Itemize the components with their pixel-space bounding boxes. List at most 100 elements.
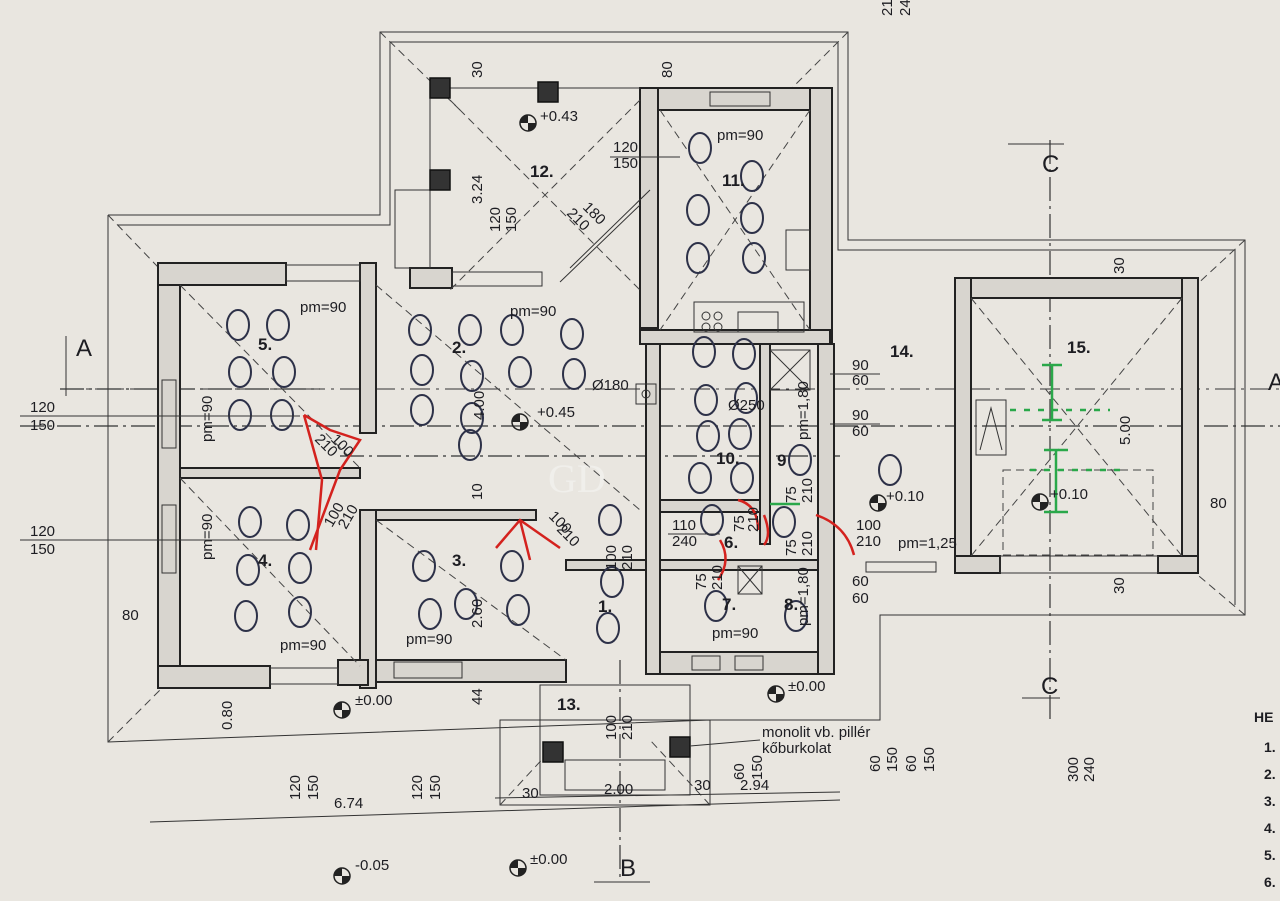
light-spot	[228, 356, 252, 388]
light-spot	[700, 504, 724, 536]
light-spot	[412, 550, 436, 582]
kitchen-fixtures	[635, 229, 811, 595]
light-spot	[270, 399, 294, 431]
window-dim-120-bot1: 120	[287, 775, 304, 800]
window-dim-150-bot2b: 150	[884, 747, 901, 772]
light-spot	[560, 318, 584, 350]
elevation-ground: -0.05	[355, 857, 389, 874]
window-dim-60-a: 60	[852, 372, 869, 389]
dim-60-a: 60	[852, 573, 869, 590]
window-dim-150-bot2: 150	[427, 775, 444, 800]
room-7-label: 7.	[722, 595, 736, 614]
light-spot	[236, 554, 260, 586]
window-dim-150-room12: 150	[613, 155, 638, 172]
dim-2-00: 2.00	[604, 781, 633, 798]
watermark: GD	[548, 456, 606, 501]
chimney-dim-180: Ø180	[592, 377, 629, 394]
pm-room8-side: pm=1,80	[795, 567, 812, 626]
elevation-marker-fill	[510, 860, 526, 876]
light-spot	[740, 160, 764, 192]
door-dim-240: 240	[672, 533, 697, 550]
section-b-label: B	[620, 855, 636, 882]
elevation-marker-fill	[520, 115, 536, 131]
room-15-label: 15.	[1067, 338, 1091, 357]
door-dim-75-d: 75	[693, 573, 710, 590]
legend: HE 1. 2. 3. 4. 5. 6.	[1254, 709, 1276, 890]
light-spot	[600, 566, 624, 598]
pillar	[429, 169, 451, 191]
note-paving: kőburkolat	[762, 740, 832, 757]
section-a-label-right: A	[1268, 369, 1280, 396]
garage-interior	[970, 297, 1183, 557]
window-dim-60-b: 60	[852, 423, 869, 440]
light-spot	[730, 462, 754, 494]
room-10-label: 10.	[716, 449, 740, 468]
light-spot	[508, 356, 532, 388]
window-dim-120-bot2: 120	[409, 775, 426, 800]
door-dim-210-room13: 210	[619, 715, 636, 740]
windows	[161, 91, 937, 685]
window-dim-120-a: 120	[30, 399, 55, 416]
light-spot	[500, 314, 524, 346]
dim-30-garage-bottom: 30	[1111, 577, 1128, 594]
door-dim-100-room1: 100	[603, 545, 620, 570]
light-spot	[228, 399, 252, 431]
light-spot	[740, 202, 764, 234]
legend-item-1: 1.	[1264, 739, 1276, 755]
dim-2-94: 2.94	[740, 777, 769, 794]
light-spot	[688, 462, 712, 494]
door-dim-210-c: 210	[799, 531, 816, 556]
light-spot	[686, 194, 710, 226]
light-spot	[788, 444, 812, 476]
room-9-label: 9	[777, 451, 786, 470]
door-dim-100-room14: 100	[856, 517, 881, 534]
note-pillar: monolit vb. pillér	[762, 724, 870, 741]
elevation-marker-fill	[1032, 494, 1048, 510]
door-dim-210-room14: 210	[856, 533, 881, 550]
elevation-marker-fill	[870, 495, 886, 511]
roof-outline	[107, 31, 1246, 806]
light-spot	[238, 506, 262, 538]
dim-3-24: 3.24	[469, 175, 486, 204]
light-spot	[410, 354, 434, 386]
window-dim-150-left: 150	[503, 207, 520, 232]
light-spot	[696, 420, 720, 452]
light-spot	[458, 429, 482, 461]
light-spot	[694, 384, 718, 416]
green-markings	[770, 363, 1120, 514]
pm-room5-side: pm=90	[199, 396, 216, 442]
door-dim-210-d: 210	[709, 565, 726, 590]
light-spot	[288, 596, 312, 628]
dim-21: 21	[879, 0, 896, 16]
light-spot	[772, 506, 796, 538]
room-14-label: 14.	[890, 342, 914, 361]
light-spot	[704, 590, 728, 622]
door-dim-75-c: 75	[783, 539, 800, 556]
window-dim-60-bot2: 60	[867, 755, 884, 772]
window-dim-150-bot1: 150	[305, 775, 322, 800]
window-dim-90-a: 90	[852, 357, 869, 374]
window-dim-90-b: 90	[852, 407, 869, 424]
light-spot	[734, 382, 758, 414]
light-spot	[506, 594, 530, 626]
dim-80-right: 80	[1210, 495, 1227, 512]
light-spot	[562, 358, 586, 390]
room-12-label: 12.	[530, 162, 554, 181]
pm-room2: pm=90	[510, 303, 556, 320]
pm-room11: pm=90	[717, 127, 763, 144]
dim-4-00: 4.00	[471, 391, 488, 420]
light-spot	[272, 356, 296, 388]
light-spot	[288, 552, 312, 584]
legend-item-6: 6.	[1264, 874, 1276, 890]
light-spot	[460, 360, 484, 392]
elevation-markers	[333, 114, 1049, 885]
legend-item-4: 4.	[1264, 820, 1276, 836]
elevation-texts: +0.43 +0.45 +0.10 +0.10 ±0.00 ±0.00 ±0.0…	[355, 108, 1088, 874]
elevation-entry: ±0.00	[355, 692, 392, 709]
window-dim-120-b: 120	[30, 523, 55, 540]
elevation-yard: +0.10	[886, 488, 924, 505]
light-spot	[784, 600, 808, 632]
legend-item-5: 5.	[1264, 847, 1276, 863]
pm-room3: pm=90	[406, 631, 452, 648]
